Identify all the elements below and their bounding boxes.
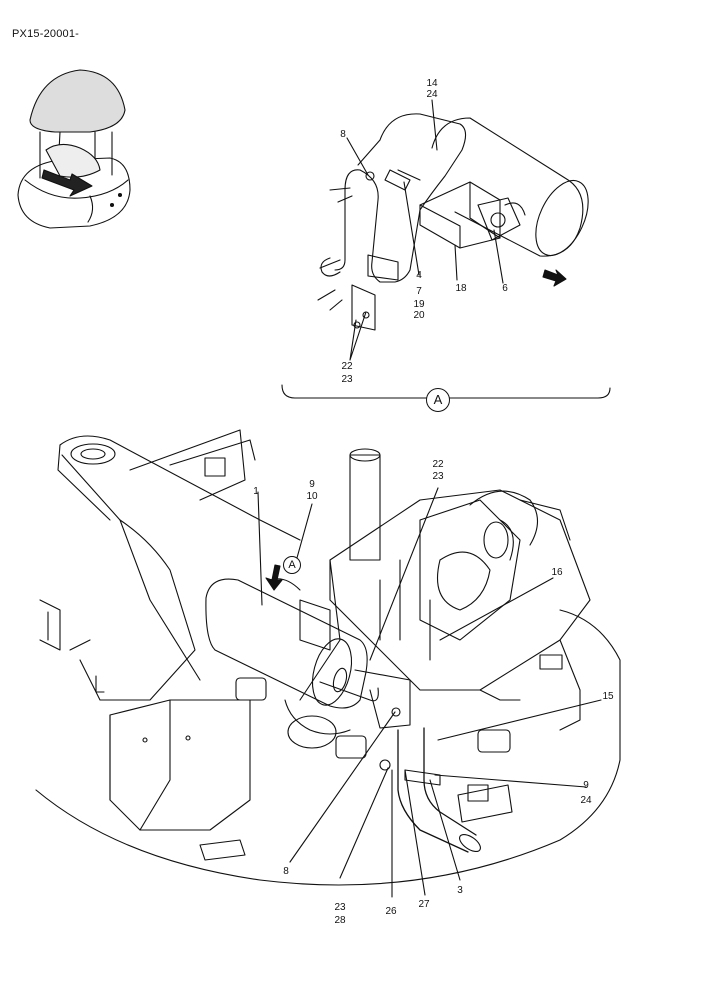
locator-thumbnail bbox=[17, 69, 131, 229]
callout-4-7-19-20: 4 7 19 20 bbox=[413, 270, 425, 321]
callout-26: 26 bbox=[385, 906, 397, 917]
locator-arrow-icon bbox=[41, 169, 93, 197]
callout-6: 6 bbox=[502, 283, 508, 294]
callout-1: 1 bbox=[253, 486, 259, 497]
direction-arrow-icon bbox=[542, 269, 567, 287]
callout-18: 18 bbox=[455, 283, 467, 294]
main-assembly-view bbox=[35, 429, 621, 898]
document-code: PX15-20001- bbox=[12, 28, 80, 40]
callout-27: 27 bbox=[418, 899, 430, 910]
callout-3: 3 bbox=[457, 885, 463, 896]
callout-8-main: 8 bbox=[283, 866, 289, 877]
view-a-marker: A bbox=[426, 388, 450, 412]
callout-16: 16 bbox=[551, 567, 563, 578]
callout-15: 15 bbox=[602, 691, 614, 702]
callout-8-detail: 8 bbox=[340, 129, 346, 140]
view-direction-arrow-icon bbox=[265, 564, 283, 591]
detail-a-view bbox=[281, 99, 611, 399]
view-a-pointer: A bbox=[283, 556, 301, 574]
